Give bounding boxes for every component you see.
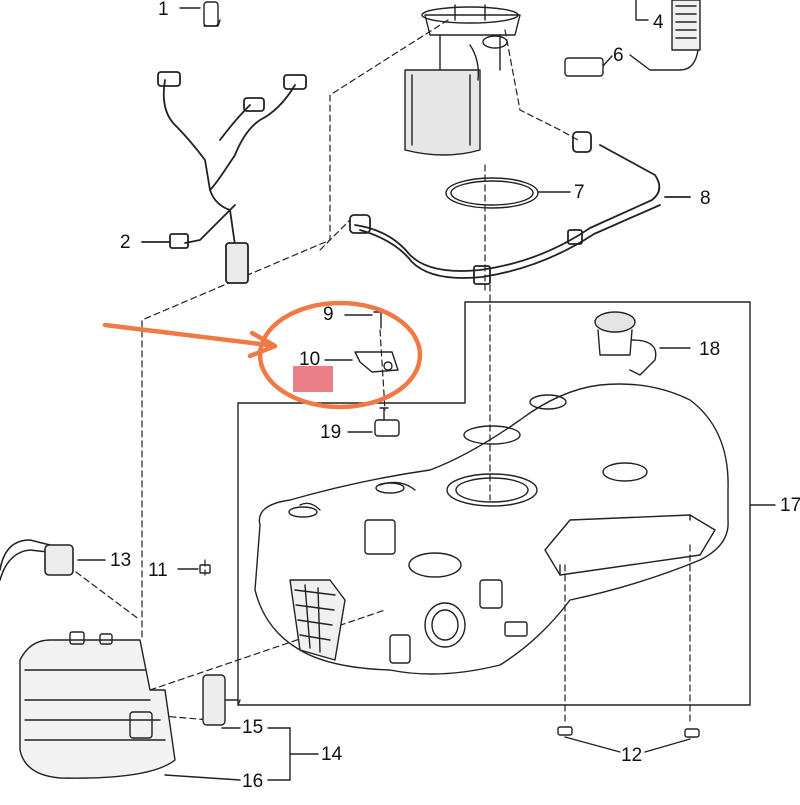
dashed-leaders — [59, 19, 691, 726]
part-15-16 — [164, 674, 319, 781]
parts-4-6 — [564, 0, 701, 77]
callout-15: 15 — [242, 717, 264, 738]
wiring-harness — [141, 71, 307, 284]
callout-8: 8 — [700, 188, 711, 209]
callout-13: 13 — [110, 550, 132, 571]
callout-6: 6 — [613, 45, 624, 66]
seal-ring — [445, 177, 571, 209]
fuel-tank — [254, 383, 729, 675]
callout-18: 18 — [699, 339, 721, 360]
callout-16: 16 — [242, 771, 264, 792]
callout-10: 10 — [299, 349, 321, 370]
callout-11: 11 — [148, 560, 168, 581]
evap-canister — [19, 631, 176, 779]
callout-9: 9 — [323, 304, 334, 325]
highlight-arrow — [102, 322, 271, 348]
part-1 — [179, 1, 221, 27]
bolts — [177, 564, 700, 753]
parts-9-10 — [324, 311, 399, 373]
callout-1: 1 — [158, 0, 169, 20]
part-13 — [0, 539, 106, 581]
fuel-pump-module — [404, 4, 521, 156]
part-18 — [594, 311, 691, 376]
callout-2: 2 — [120, 232, 131, 253]
highlight-annotation — [102, 300, 423, 410]
highlight-circle — [257, 300, 423, 410]
fuel-line — [349, 131, 691, 285]
part-19 — [347, 407, 400, 437]
callout-12: 12 — [621, 745, 643, 766]
callout-17: 17 — [780, 495, 800, 516]
callout-4: 4 — [653, 12, 664, 33]
callout-19: 19 — [320, 422, 342, 443]
callout-14: 14 — [321, 744, 343, 765]
marker-square — [293, 366, 333, 392]
callout-7: 7 — [574, 182, 585, 203]
